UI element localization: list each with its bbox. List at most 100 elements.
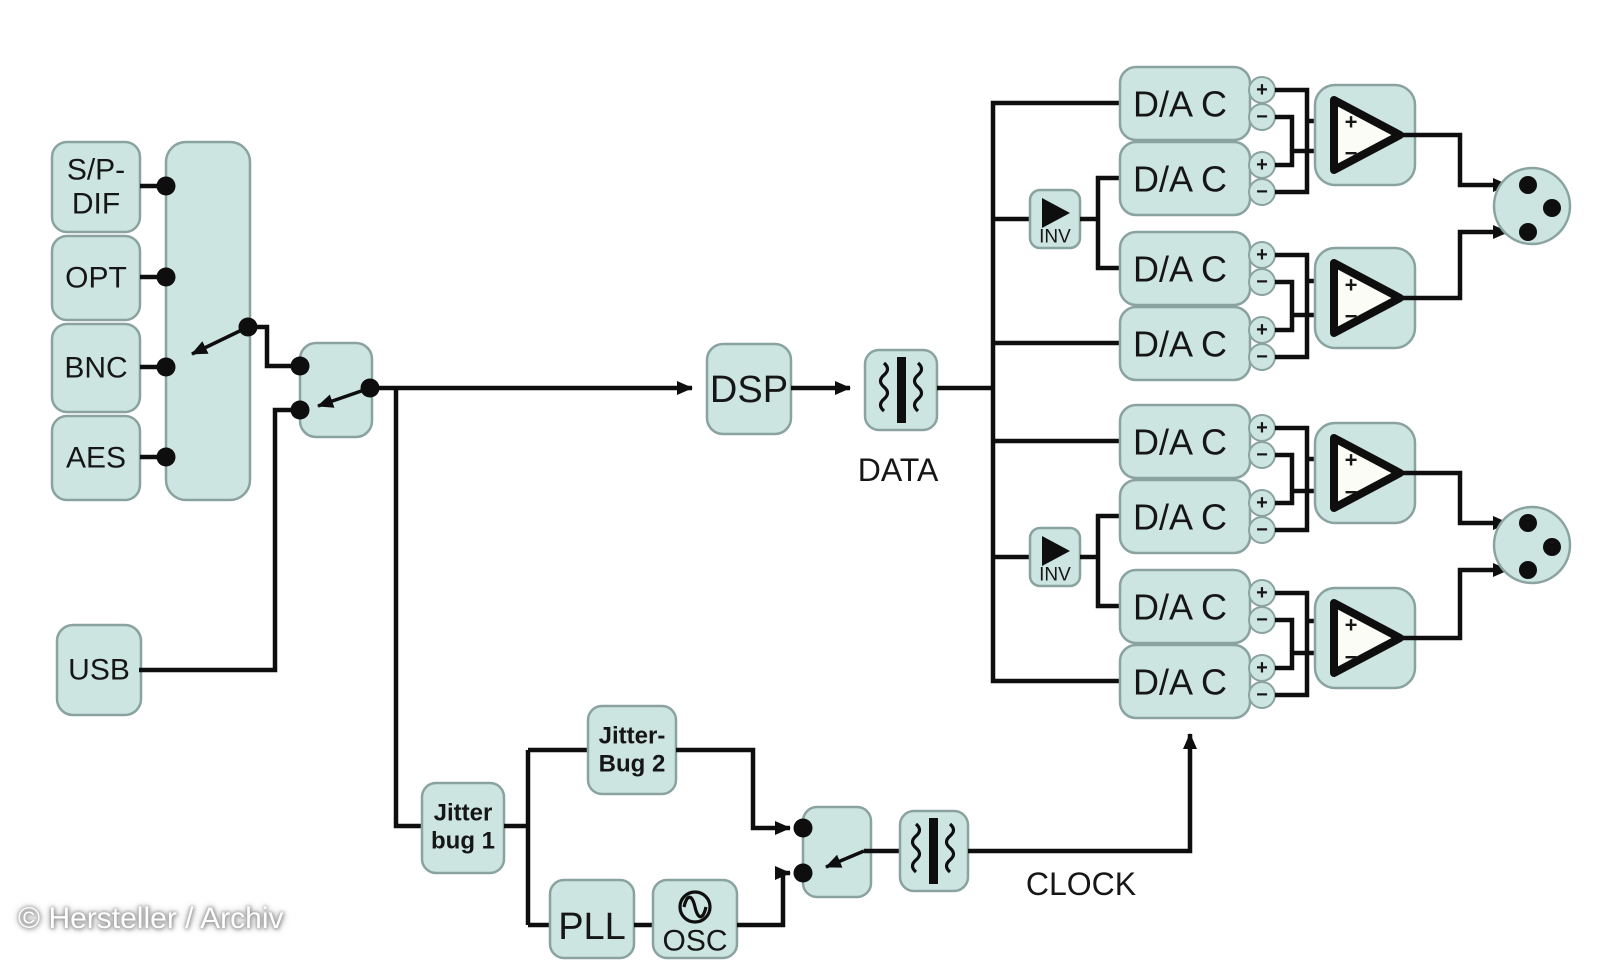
opamp1-minus: − [1345,141,1358,166]
jitterbug1-label-line2: bug 1 [431,828,495,855]
clock-caption: CLOCK [1026,866,1136,902]
dac3-block [1118,230,1252,307]
dac8-block [1118,643,1252,720]
minus-sign: − [1256,519,1268,541]
inv2-label: INV [1039,565,1071,586]
opamp2-minus: − [1345,304,1358,329]
dac5-label: D/A C [1133,422,1227,463]
switch-arm-arrow-icon [317,386,371,408]
opt-contact-dot [156,267,176,287]
dac5-block [1118,403,1252,480]
dac2-label: D/A C [1133,159,1227,200]
main-data-path: DSP DATA [370,100,1120,829]
plus-sign: + [1256,417,1268,439]
xlr-output-1 [1492,166,1572,246]
dac7-block [1118,568,1252,645]
opamp4-minus: − [1345,645,1358,670]
aes-label: AES [66,442,126,475]
isolator-barrier-icon [897,357,906,423]
clock-to-dac-wire [968,733,1197,854]
plus-sign: + [1256,657,1268,679]
xlr2-pin-right [1543,538,1561,556]
clock-section: Jitter bug 1 Jitter- Bug 2 PLL OSC CLOCK [420,704,1197,960]
pll-block [548,878,636,960]
isolator-coil-right-icon [912,361,924,413]
osc-to-switch-wire [737,866,791,928]
xlr2-pin-bottom [1519,561,1537,579]
ch-b-minus-rail [1275,279,1295,333]
opamp2-triangle-icon [1330,259,1404,337]
plus-sign: + [1256,244,1268,266]
dac8-label: D/A C [1133,662,1227,703]
plus-sign: + [1256,492,1268,514]
osc-block [651,878,739,960]
inv1-branch-wire [1095,175,1120,271]
opamp2-plus: + [1345,273,1358,298]
xlr-output-2 [1492,505,1572,585]
selector-output-wire [248,324,300,369]
xlr2-pin-top [1519,514,1537,532]
output-opamps: + − + − + − + − [1313,83,1509,690]
opamp1-plus: + [1345,110,1358,135]
opamp2-output-wire [1400,225,1509,301]
dac2-block [1118,140,1252,217]
opt-label: OPT [65,262,127,295]
opamp3-minus: − [1345,480,1358,505]
plus-sign: + [1256,319,1268,341]
minus-sign: − [1256,684,1268,706]
bnc-label: BNC [64,352,127,385]
isolator-coil-right-icon [944,822,956,874]
watermark: © Hersteller / Archiv [18,902,284,935]
xlr1-connector-icon [1492,166,1572,246]
opamp3-output-wire [1400,470,1509,530]
minus-sign: − [1256,609,1268,631]
dac3-label: D/A C [1133,249,1227,290]
data-isolator [863,348,939,432]
minus-sign: − [1256,444,1268,466]
clock-isolator [898,809,970,893]
dac-summing-rails [1275,87,1331,698]
clock-switch-top-dot [793,818,813,838]
osc-label: OSC [662,925,727,958]
inverter-2: INV [1028,513,1120,609]
dac1-label: D/A C [1133,84,1227,125]
dac6-block [1118,478,1252,555]
aes-contact-dot [156,447,176,467]
opamp3-triangle-icon [1330,434,1404,512]
minus-sign: − [1256,106,1268,128]
spdif-contact-dot [156,176,176,196]
inv1-label: INV [1039,227,1071,248]
opamp4-triangle-icon [1330,599,1404,677]
data-bus-wire [990,100,1120,684]
plus-sign: + [1256,582,1268,604]
ch-d-minus-rail [1275,617,1295,671]
dac-bank: D/A C + − D/A C + − D/A C + − D/A C + − … [1118,65,1276,720]
inv2-branch-wire [1095,513,1120,609]
clock-branch-wire [393,388,422,829]
inverter-1: INV [1028,175,1120,271]
isolator-coil-left-icon [878,361,890,413]
opamp1-output-wire [1400,132,1509,192]
spdif-label-line1: S/P- [67,154,125,187]
inv1-triangle-icon [1042,198,1070,228]
inv2-triangle-icon [1042,536,1070,566]
dsp-label: DSP [710,369,788,411]
ch-b-plus-rail [1275,252,1310,360]
dac1-block [1118,65,1252,142]
isolator-coil-left-icon [910,822,922,874]
sine-wave-icon [682,895,708,919]
clock-switch-arm-arrow-icon [825,849,865,869]
dac7-label: D/A C [1133,587,1227,628]
opamp1-triangle-icon [1330,96,1404,174]
ch-a-minus-rail [1275,114,1295,168]
clock-switch-bottom-dot [793,863,813,883]
xlr1-pin-right [1543,199,1561,217]
dac4-label: D/A C [1133,324,1227,365]
isolator-barrier-icon [929,818,938,884]
sine-oscillator-icon [678,890,712,924]
xlr2-connector-icon [1492,505,1572,585]
minus-sign: − [1256,181,1268,203]
usb-wire [139,407,300,673]
bnc-contact-dot [156,357,176,377]
